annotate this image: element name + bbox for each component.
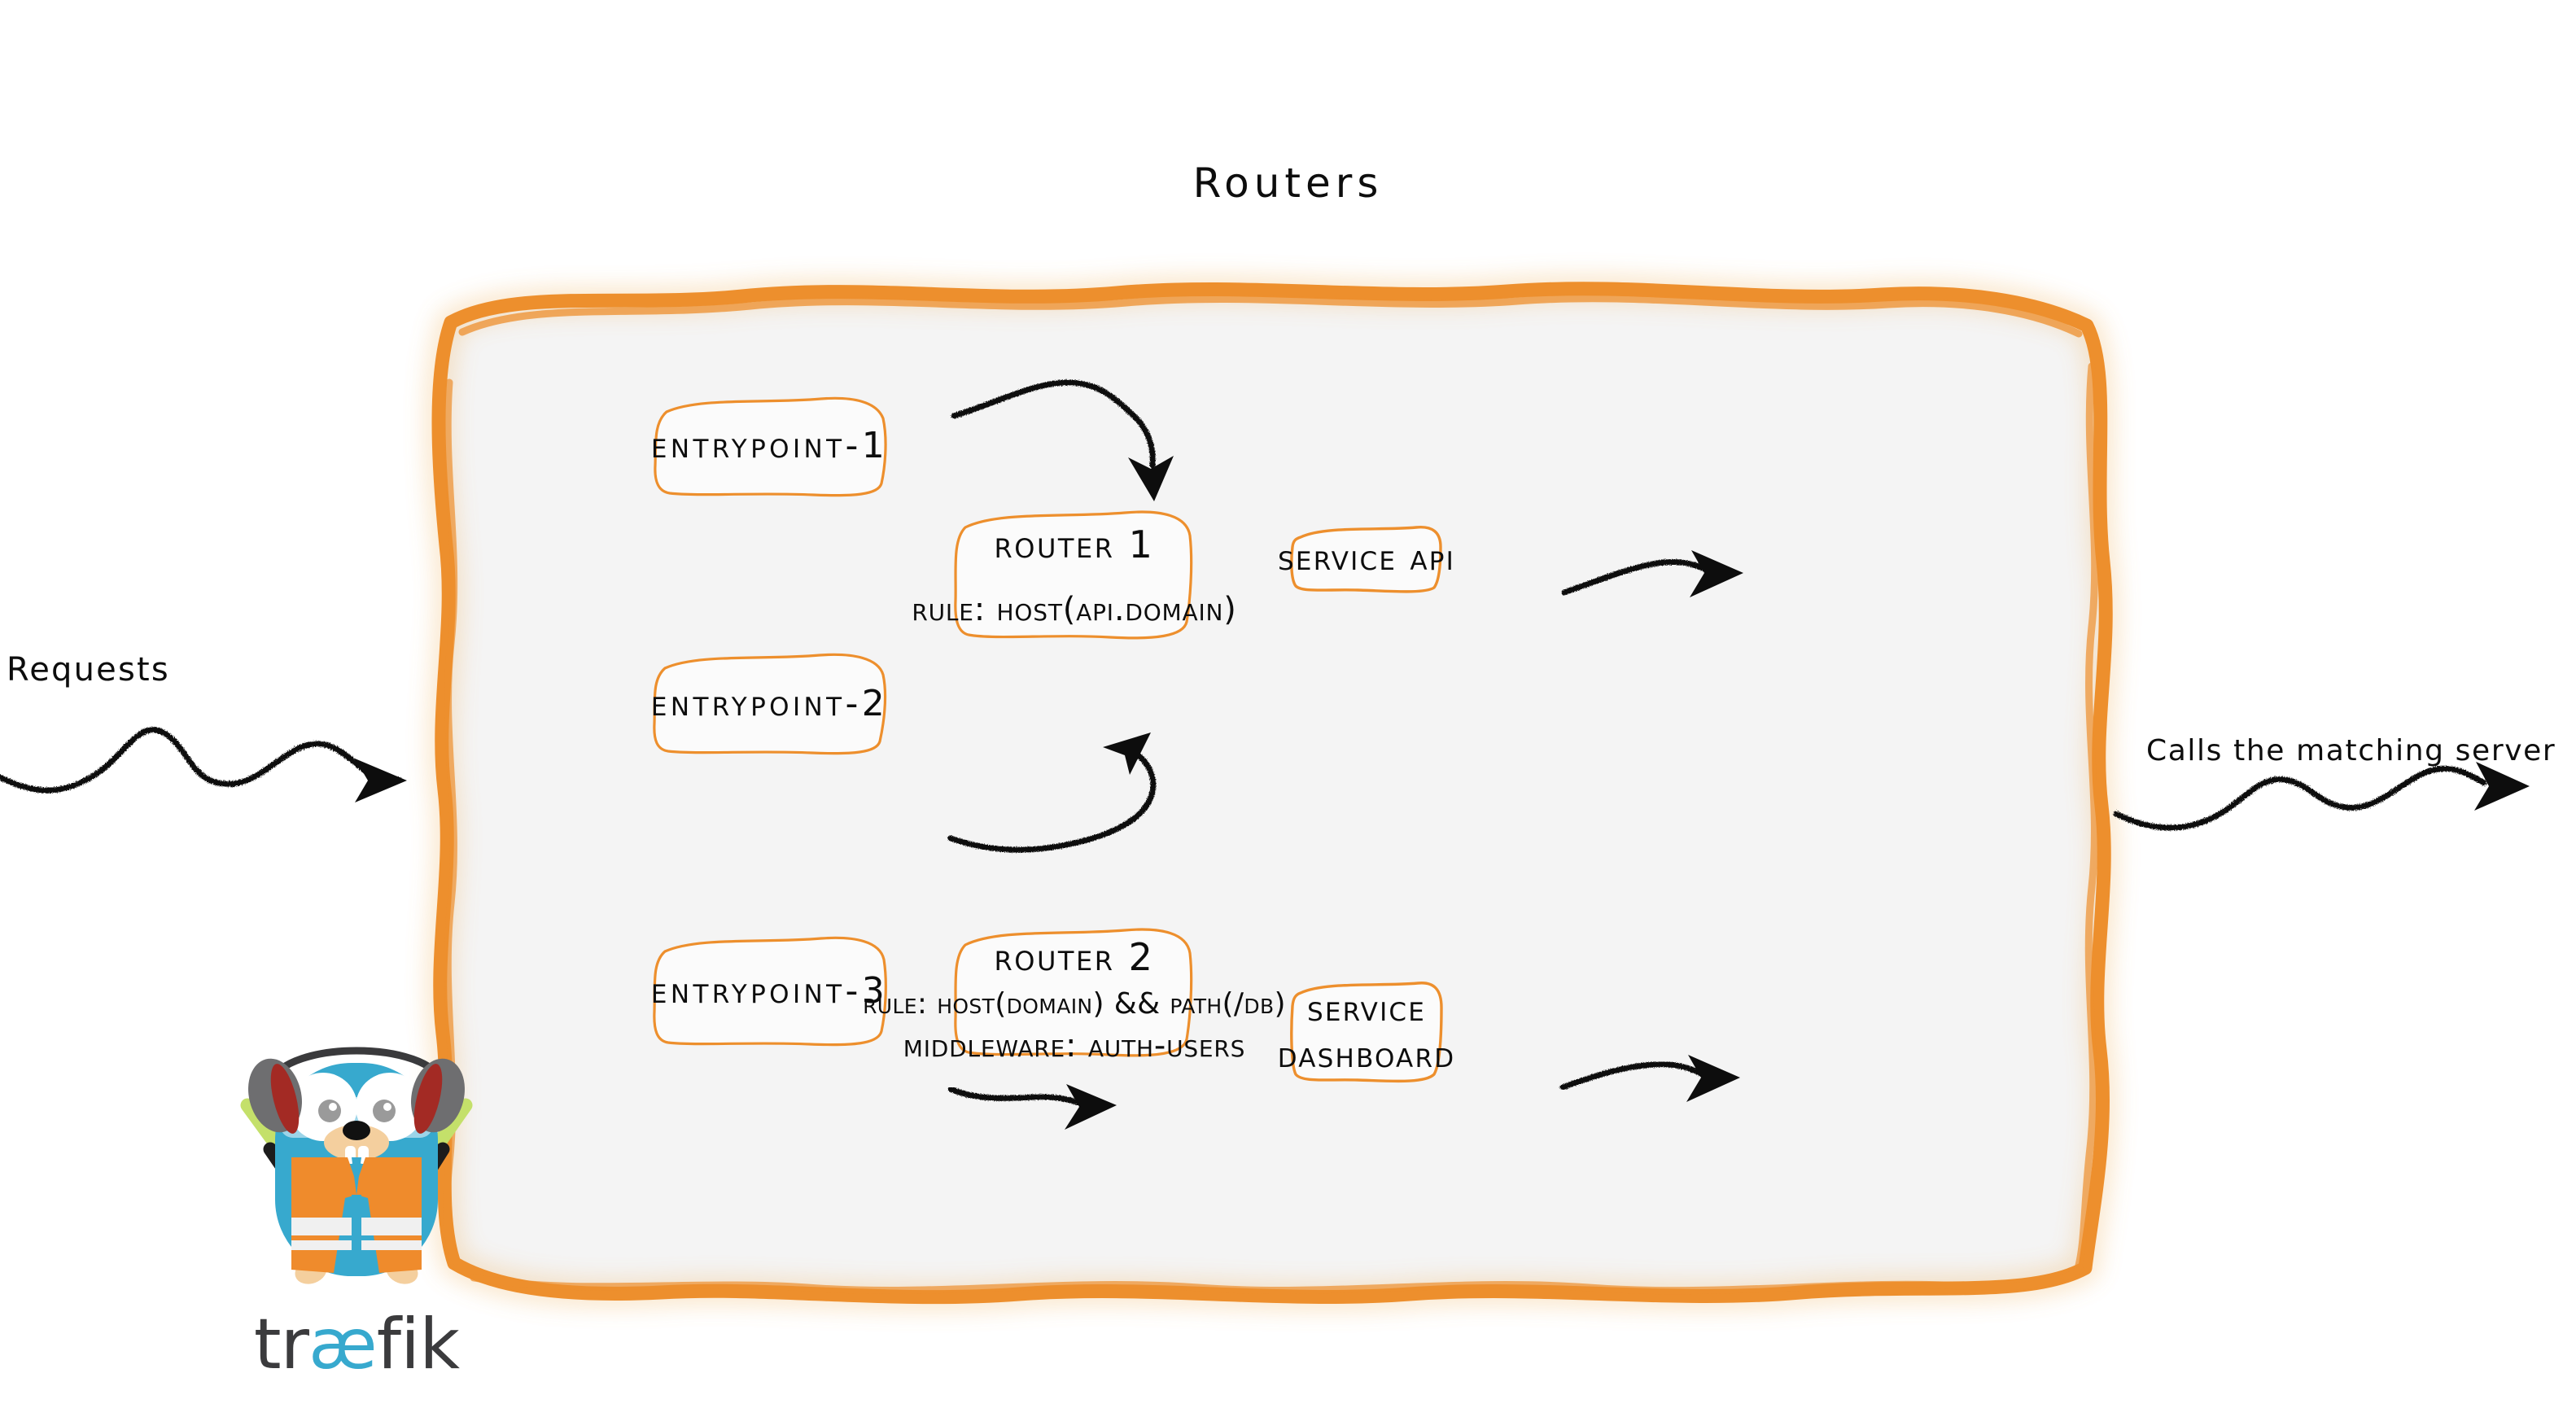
service-dashboard-box[interactable]: Service Dashboard [1278, 978, 1454, 1086]
router-2-box[interactable]: Router 2 rule: Host(domain) && Path(/db)… [863, 924, 1286, 1065]
requests-arrow [0, 727, 402, 794]
headphone-cup-right [411, 1058, 465, 1134]
routers-container: entrypoint-1 entrypoint-2 entrypoint-3 [417, 269, 2134, 1318]
wordmark-part-left: tr [253, 1304, 309, 1385]
wordmark-part-right: fik [376, 1304, 460, 1385]
calls-matching-server-arrow [2113, 765, 2487, 831]
requests-label: Requests [7, 651, 170, 689]
requests-arrowhead [355, 759, 407, 802]
service-dashboard-outline [1290, 982, 1443, 1083]
calls-arrowhead [2474, 762, 2530, 811]
entrypoint-2-outline [653, 653, 887, 755]
wordmark-ae-ligature: æ [308, 1304, 377, 1385]
headphone-cup-left [248, 1058, 302, 1134]
traefik-logo: træfik [221, 1035, 492, 1408]
router-1-outline [954, 510, 1193, 640]
entrypoint-3-outline [653, 936, 887, 1047]
router-1-box[interactable]: Router 1 rule: Host(api.domain) [912, 505, 1236, 643]
router-2-outline [954, 928, 1193, 1057]
service-api-box[interactable]: Service API [1278, 523, 1454, 594]
calls-matching-server-label: Calls the matching server [2146, 734, 2556, 767]
entrypoint-2-box[interactable]: entrypoint-2 [650, 649, 889, 759]
service-api-outline [1290, 526, 1442, 593]
traefik-wordmark: træfik [221, 1304, 492, 1385]
entrypoint-1-box[interactable]: entrypoint-1 [650, 391, 889, 501]
page-title: Routers [1192, 160, 1384, 207]
entrypoint-3-box[interactable]: entrypoint-3 [650, 932, 889, 1050]
entrypoint-1-outline [654, 396, 887, 497]
traefik-gopher-mascot [240, 1047, 473, 1284]
